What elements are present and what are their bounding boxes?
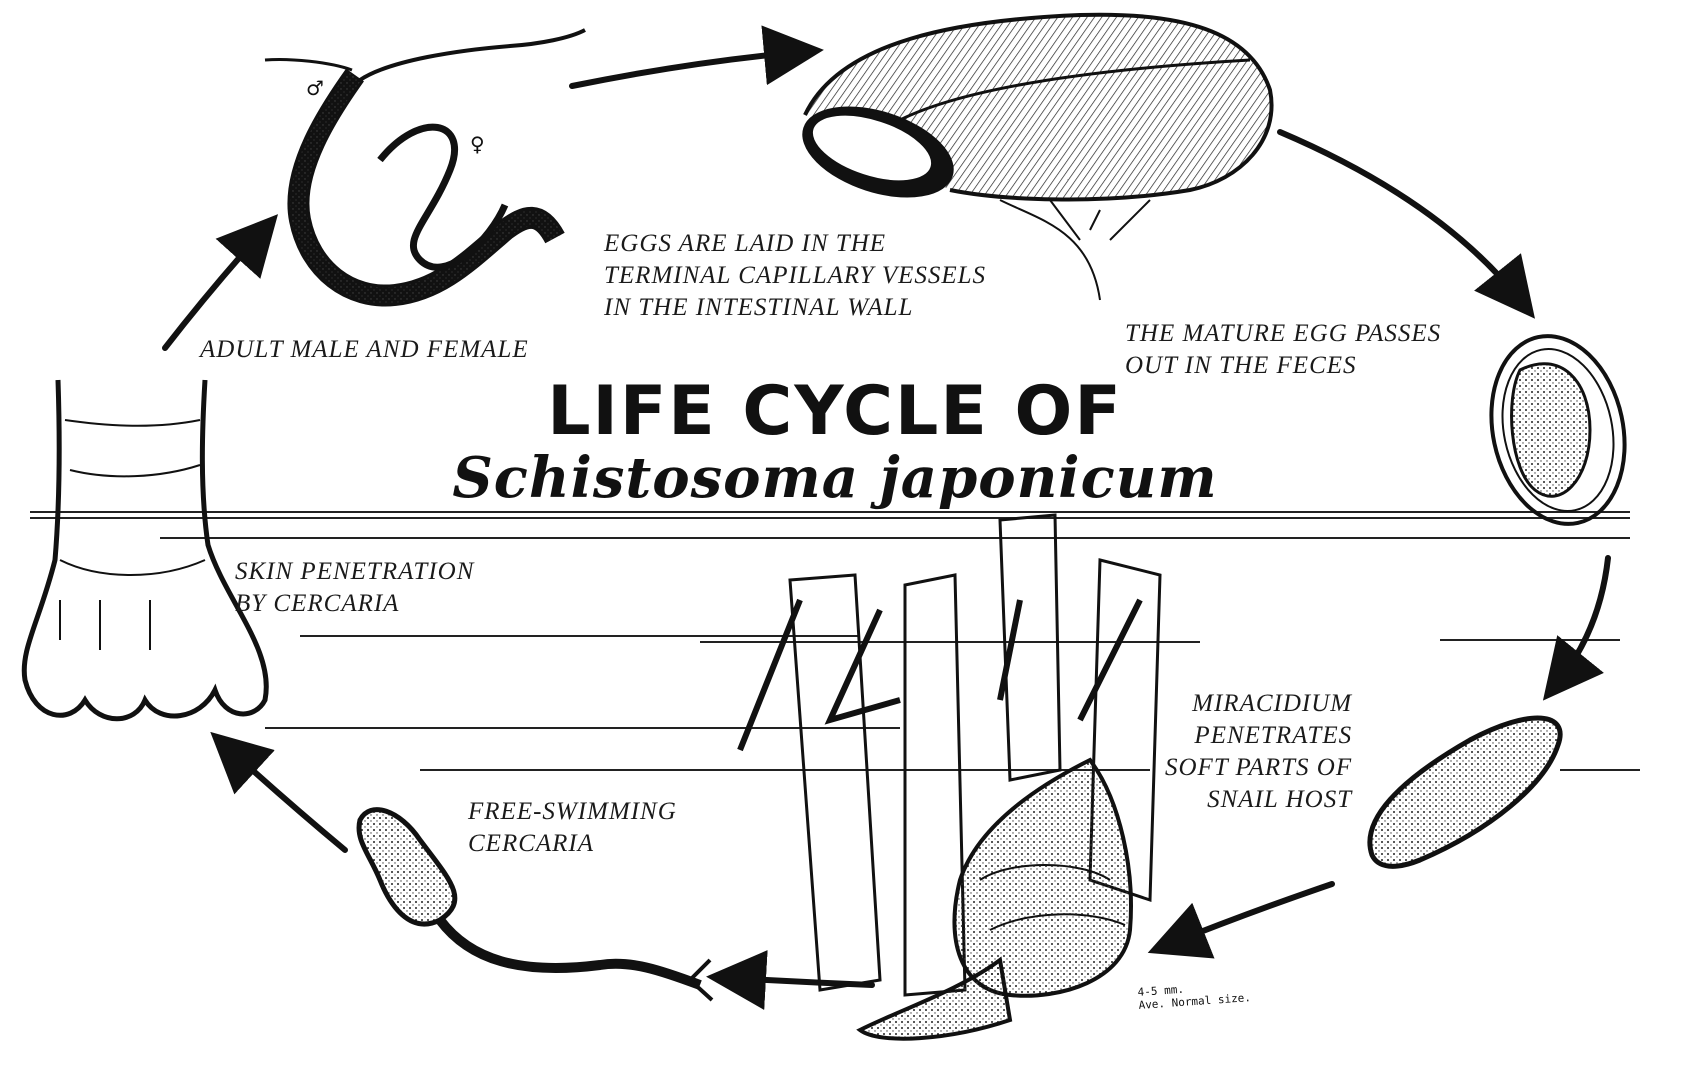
arrow-miracidium-to-snail: [1170, 884, 1332, 944]
worm-pair-icon: [265, 30, 585, 296]
label-cercaria: FREE-SWIMMING CERCARIA: [468, 796, 677, 860]
page-subtitle: Schistosoma japonicum: [0, 445, 1690, 511]
label-skin-line: BY CERCARIA: [235, 588, 474, 620]
label-skin-penetration: SKIN PENETRATION BY CERCARIA: [235, 556, 474, 620]
miracidium-icon: [1370, 718, 1560, 866]
label-egg-passes-line: THE MATURE EGG PASSES: [1125, 318, 1441, 350]
label-miracidium-line: SNAIL HOST: [1165, 784, 1352, 816]
water-lines: [30, 512, 1640, 770]
arrow-intestine-to-feces: [1280, 132, 1520, 300]
page-title: LIFE CYCLE OF: [0, 372, 1690, 451]
male-symbol: ♂: [306, 76, 324, 100]
label-miracidium-line: MIRACIDIUM: [1165, 688, 1352, 720]
label-egg-passes-line: OUT IN THE FECES: [1125, 350, 1441, 382]
label-adult: ADULT MALE AND FEMALE: [200, 334, 529, 366]
label-eggs-laid: EGGS ARE LAID IN THE TERMINAL CAPILLARY …: [604, 228, 986, 324]
arrow-worms-to-intestine: [572, 52, 800, 86]
label-skin-line: SKIN PENETRATION: [235, 556, 474, 588]
label-egg-passes: THE MATURE EGG PASSES OUT IN THE FECES: [1125, 318, 1441, 382]
arrow-cercaria-to-foot: [228, 748, 345, 850]
label-cercaria-line: FREE-SWIMMING: [468, 796, 677, 828]
label-miracidium-line: PENETRATES: [1165, 720, 1352, 752]
label-eggs-laid-line: IN THE INTESTINAL WALL: [604, 292, 986, 324]
arrow-foot-to-adult: [165, 232, 262, 348]
label-cercaria-line: CERCARIA: [468, 828, 677, 860]
label-miracidium: MIRACIDIUM PENETRATES SOFT PARTS OF SNAI…: [1165, 688, 1352, 816]
arrow-egg-to-miracidium: [1558, 558, 1608, 682]
female-symbol: ♀: [470, 132, 485, 156]
label-eggs-laid-line: TERMINAL CAPILLARY VESSELS: [604, 260, 986, 292]
label-miracidium-line: SOFT PARTS OF: [1165, 752, 1352, 784]
snail-icon: [860, 760, 1131, 1039]
label-eggs-laid-line: EGGS ARE LAID IN THE: [604, 228, 986, 260]
